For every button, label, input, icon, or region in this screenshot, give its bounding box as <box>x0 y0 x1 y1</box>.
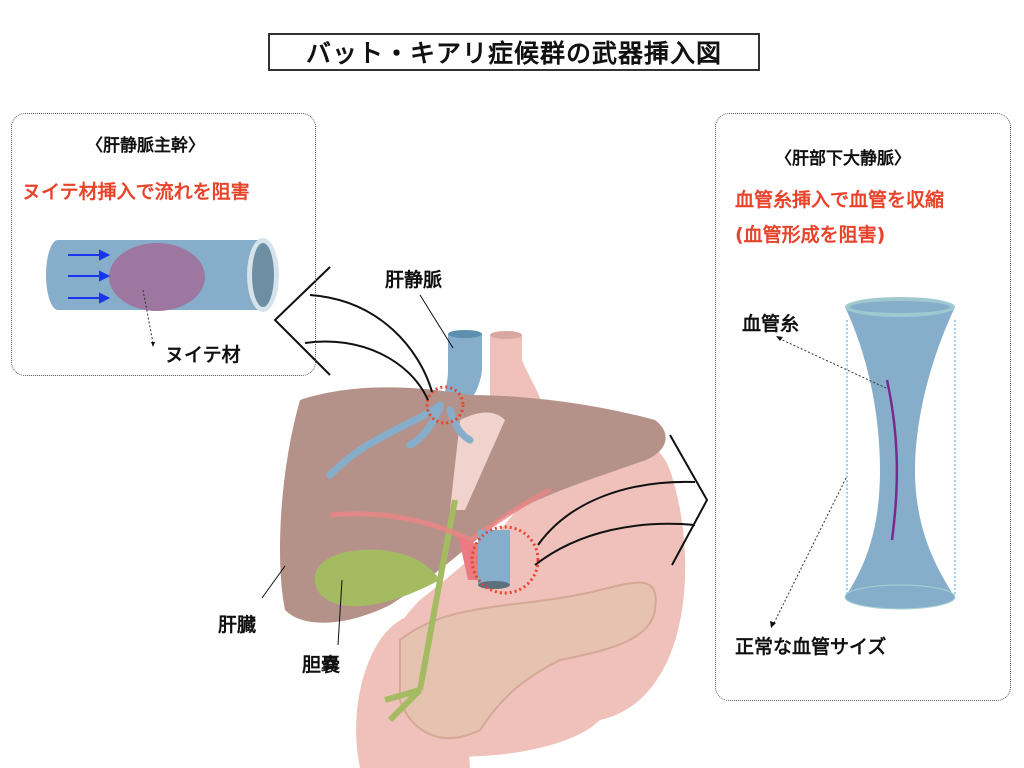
vascular-thread <box>885 379 899 541</box>
hepatic-vein-branches <box>326 401 474 479</box>
gallbladder <box>314 549 440 607</box>
bile-duct <box>384 499 458 723</box>
hepatic-vein-label: 肝静脈 <box>385 269 443 291</box>
plug-material <box>109 243 205 311</box>
plug-callout-label: ヌイテ材 <box>165 344 241 366</box>
pancreas <box>399 581 657 740</box>
right-panel-description-line2: (血管形成を阻害) <box>735 224 886 246</box>
normal-size-callout-label: 正常な血管サイズ <box>735 636 887 658</box>
page-title: バット・キアリ症候群の武器挿入図 <box>268 33 760 71</box>
left-detail-panel <box>11 113 316 376</box>
target-circle-hepatic-vein <box>425 385 465 425</box>
inferior-vena-cava <box>478 530 510 585</box>
liver-label: 肝臓 <box>218 614 257 636</box>
right-detail-panel <box>715 113 1011 701</box>
thread-callout-label: 血管糸 <box>742 313 800 335</box>
left-panel-description: ヌイテ材挿入で流れを阻害 <box>22 181 250 203</box>
left-panel-heading: 〈肝静脈主幹〉 <box>86 136 205 156</box>
gallbladder-label: 胆嚢 <box>302 654 341 676</box>
right-panel-description-line1: 血管糸挿入で血管を収縮 <box>735 189 945 211</box>
flow-arrows <box>68 249 111 304</box>
target-circle-ivc <box>470 525 540 595</box>
right-panel-heading: 〈肝部下大静脈〉 <box>775 149 911 169</box>
hepatic-vein-trunk <box>440 334 482 410</box>
